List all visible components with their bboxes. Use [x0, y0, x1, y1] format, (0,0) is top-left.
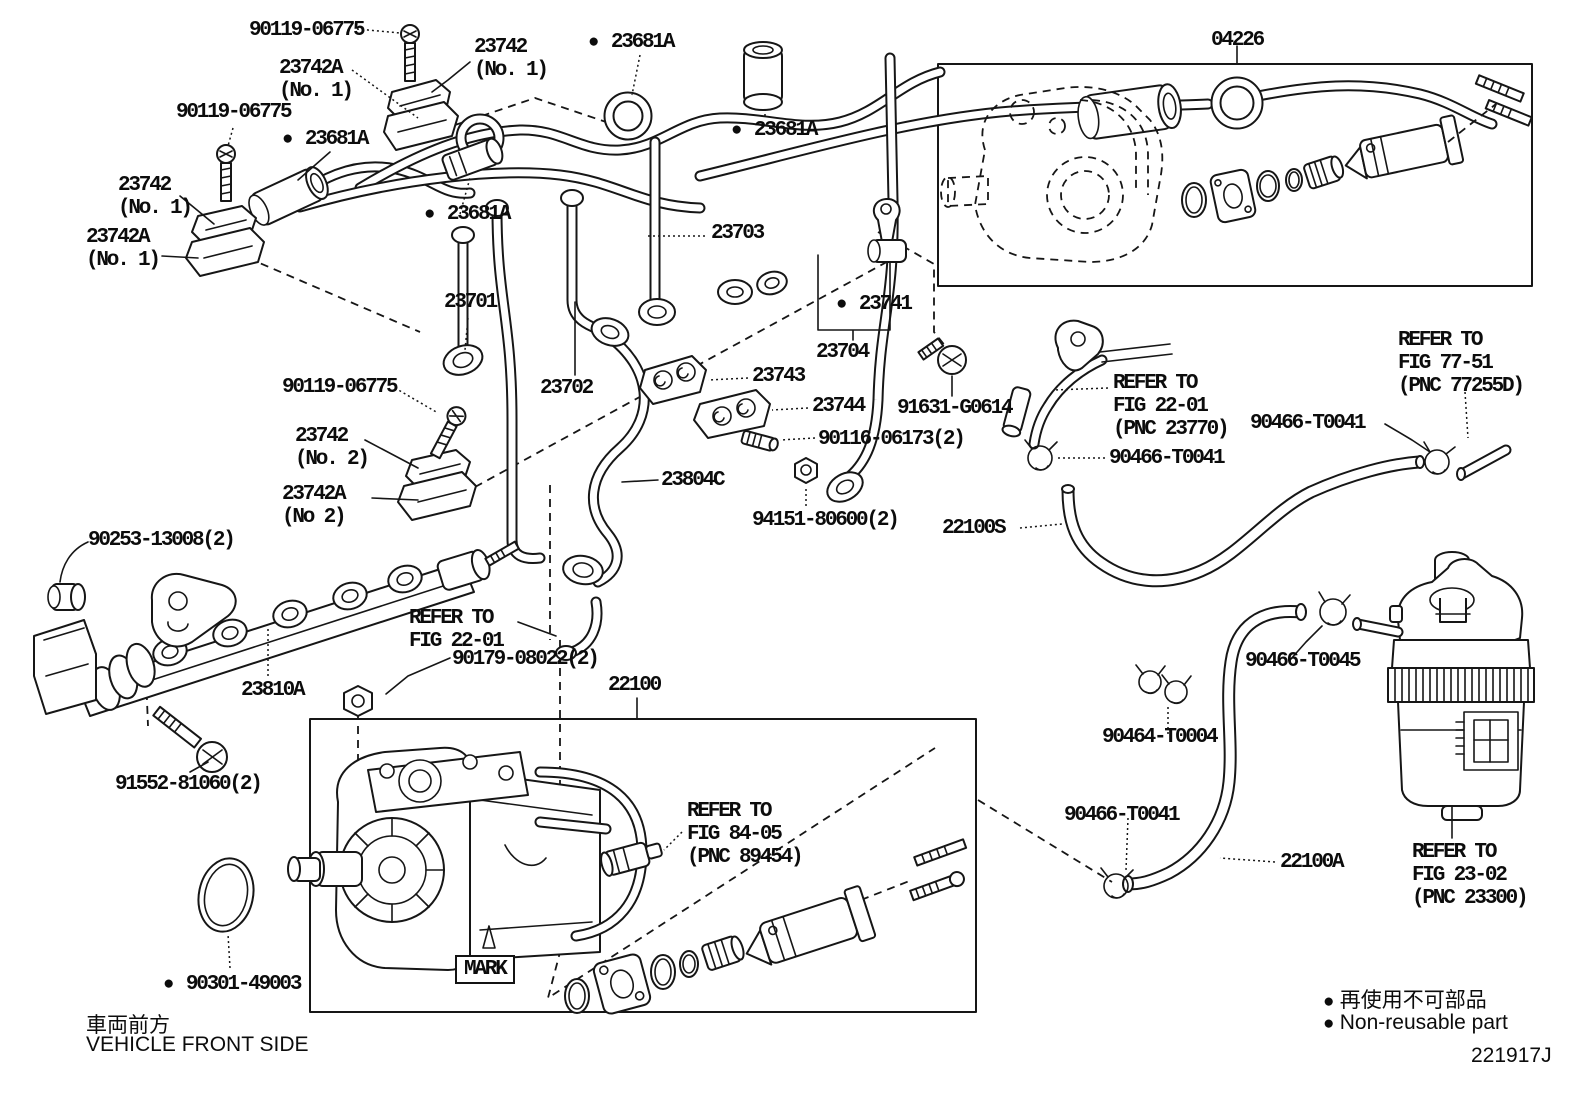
pump-04226-assembly	[940, 74, 1533, 263]
o-ring-90301-49003	[197, 857, 255, 933]
injector-sleeve-4	[1077, 83, 1182, 140]
rail-ports	[152, 564, 423, 667]
clamp-set-3	[397, 449, 477, 521]
tube-pnc-77255d	[1456, 444, 1512, 481]
clamp-23744	[693, 389, 771, 439]
sensor-fig84-05	[600, 841, 663, 877]
injector-sleeve-3	[743, 41, 783, 111]
clamp-23741-part	[867, 197, 907, 263]
grommet-90253	[47, 583, 86, 611]
nut-90179-08022	[343, 685, 373, 717]
injector-sleeves	[248, 41, 1182, 226]
suction-control-valve-22100	[745, 885, 877, 966]
pipe-union-fittings	[442, 270, 864, 586]
hose-clamps-90464-t0004	[1135, 664, 1192, 705]
supply-pump-22100	[287, 746, 648, 971]
overhaul-kit-parts	[1181, 74, 1533, 224]
nut-94151-80600	[794, 457, 818, 484]
bolt-91631-g0614	[917, 337, 967, 375]
stud-90116-06173	[740, 430, 779, 452]
injector-sleeve-1	[248, 166, 329, 226]
fuel-hose-22100s	[1061, 441, 1512, 588]
clamp-set-2	[185, 205, 265, 277]
clamp-23743	[639, 355, 707, 405]
fuel-hose-22100a	[1100, 591, 1351, 899]
pump-small-parts	[564, 838, 968, 1015]
hose-clamp-90466-t0041-right	[1423, 441, 1456, 475]
leader-lines	[59, 28, 1469, 969]
bolt-91552-81060	[152, 705, 228, 773]
rail-return-pipe	[555, 596, 603, 661]
bolt-2	[216, 144, 236, 202]
injector-sleeve-2	[441, 137, 504, 181]
common-rail-23810a	[33, 540, 603, 773]
fuel-filter-assembly	[1352, 551, 1535, 821]
hose-clamp-90466-t0041-bottom	[1100, 867, 1134, 899]
fuel-return-bracket	[1001, 319, 1173, 471]
hose-clamp-90466-t0045	[1318, 591, 1351, 626]
bolts-90119-06775	[216, 24, 467, 460]
hose-clamp-90466-t0041-mid	[1024, 439, 1058, 471]
bolt-1	[400, 24, 420, 82]
bolt-3	[429, 406, 467, 460]
